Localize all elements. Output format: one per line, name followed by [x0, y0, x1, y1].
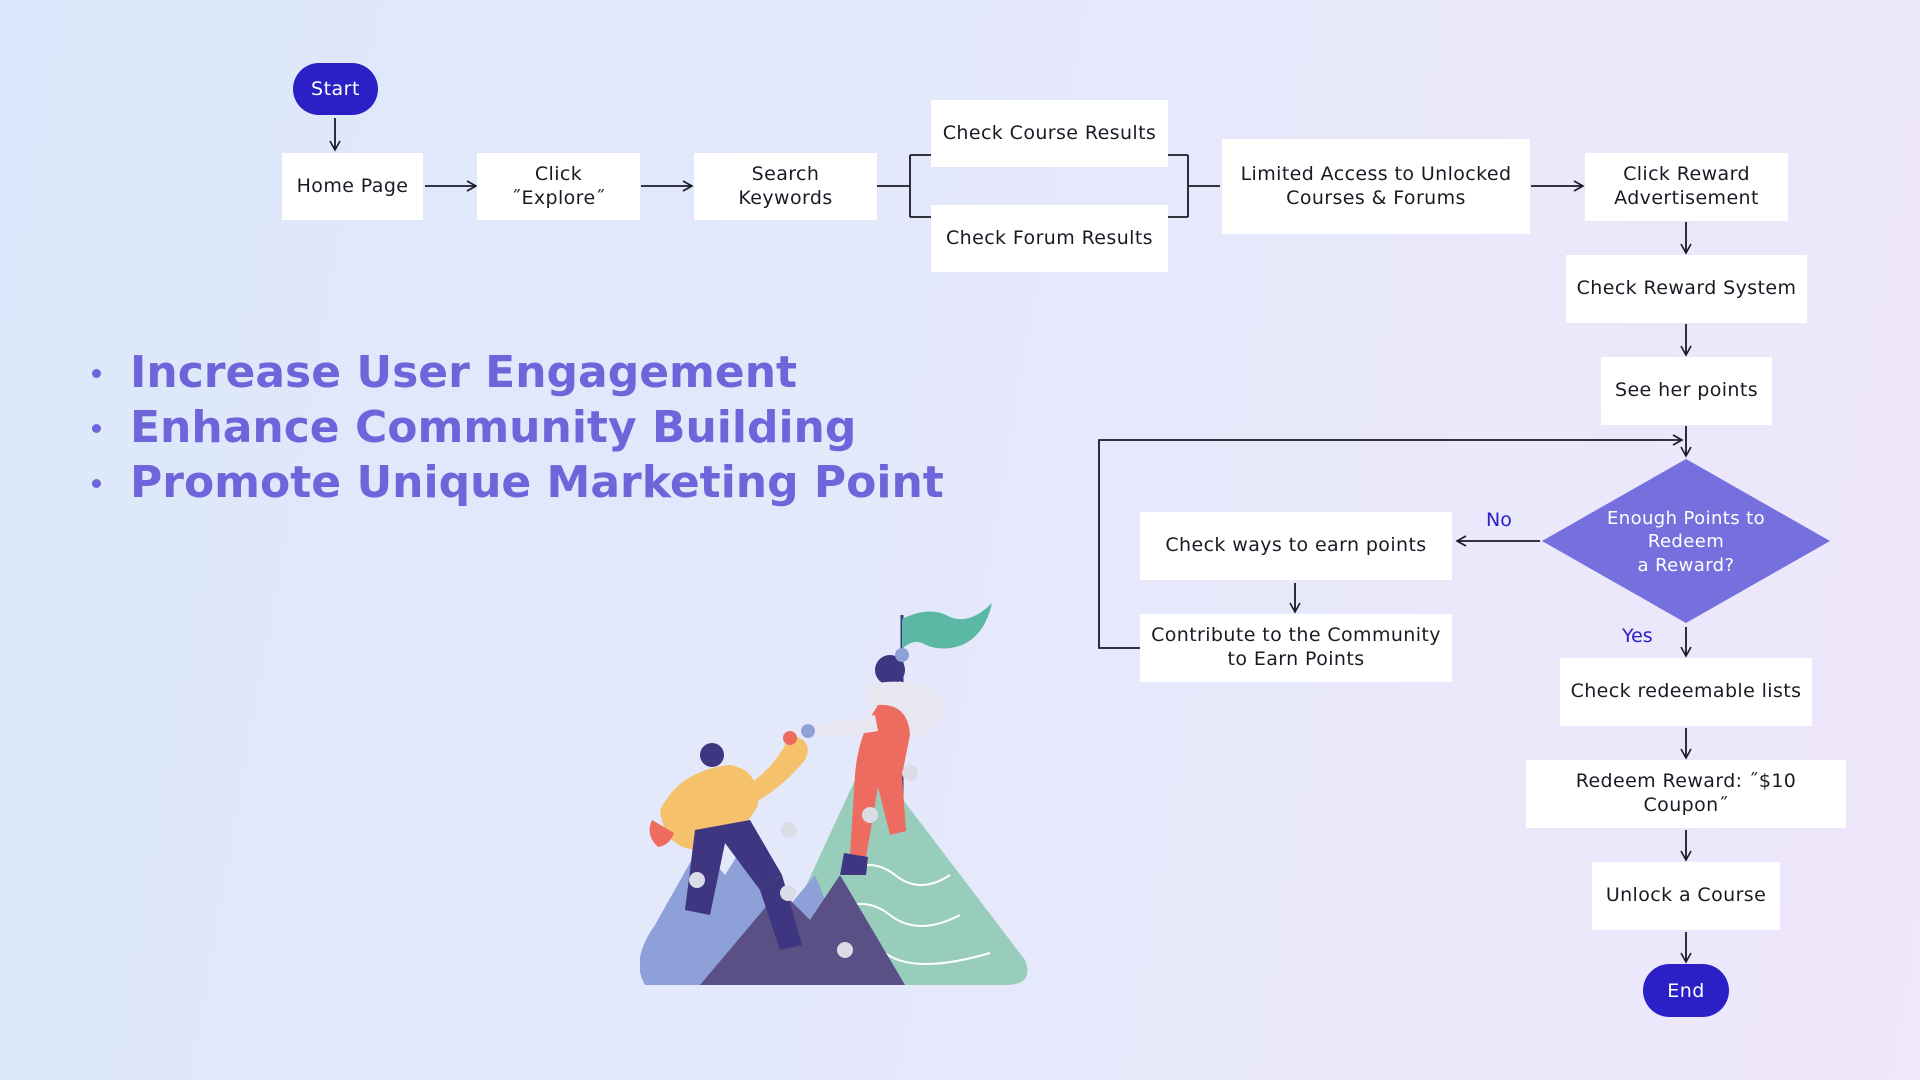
start-label: Start — [311, 78, 360, 100]
decision-line1: Enough Points to — [1606, 507, 1766, 529]
goal-item: Increase User Engagement — [92, 345, 944, 400]
climber-top-hand-flag — [895, 648, 909, 662]
limited-access-line1: Limited Access to Unlocked — [1240, 162, 1512, 185]
end-label: End — [1667, 979, 1705, 1002]
home-page-label: Home Page — [296, 174, 409, 197]
rock-dot — [862, 807, 878, 823]
dark-mountain-shape — [700, 875, 905, 985]
climber-bottom-hand — [783, 731, 797, 745]
rock-dot — [689, 872, 705, 888]
decision-label: Enough Points to Redeem a Reward? — [1580, 500, 1792, 584]
unlock-course-label: Unlock a Course — [1605, 884, 1767, 907]
no-branch-label: No — [1486, 509, 1512, 531]
goal-item: Promote Unique Marketing Point — [92, 455, 944, 510]
check-forum-results-label: Check Forum Results — [946, 226, 1153, 249]
click-reward-line2: Advertisement — [1614, 187, 1759, 209]
bullet-icon — [92, 369, 101, 378]
rock-dot — [780, 885, 796, 901]
loop-back-connector — [1098, 434, 1684, 649]
rock-dot — [902, 765, 918, 781]
contribute-line1: Contribute to the Community — [1151, 624, 1441, 647]
home-page-node: Home Page — [282, 153, 423, 220]
redeem-reward-node: Redeem Reward: ˝$10 Coupon˝ — [1526, 760, 1846, 828]
end-terminal: End — [1643, 964, 1729, 1017]
bullet-icon — [92, 479, 101, 488]
check-reward-system-node: Check Reward System — [1566, 255, 1807, 323]
climber-top-boots — [840, 853, 868, 875]
climber-bottom-scarf — [649, 820, 674, 847]
climber-head — [875, 655, 905, 685]
decision-line2: Redeem — [1647, 531, 1725, 553]
check-forum-results-node: Check Forum Results — [931, 205, 1168, 272]
climber-top-arm — [808, 715, 878, 736]
contribute-node: Contribute to the Community to Earn Poin… — [1140, 614, 1452, 682]
click-reward-node: Click Reward Advertisement — [1585, 153, 1788, 221]
redeem-reward-label: Redeem Reward: ˝$10 Coupon˝ — [1575, 770, 1797, 816]
flag-icon — [902, 603, 992, 649]
search-keywords-label: Search Keywords — [738, 162, 833, 209]
goal-text: Increase User Engagement — [130, 347, 798, 398]
merge-bracket — [1168, 154, 1220, 218]
see-her-points-label: See her points — [1614, 379, 1759, 402]
decision-line3: a Reward? — [1637, 554, 1735, 576]
yes-branch-label: Yes — [1622, 625, 1653, 647]
rock-dot — [837, 942, 853, 958]
contribute-line2: to Earn Points — [1227, 648, 1365, 670]
check-course-results-node: Check Course Results — [931, 100, 1168, 167]
check-redeemable-label: Check redeemable lists — [1570, 680, 1802, 703]
climber-top-hand — [801, 724, 815, 738]
climber-bottom-legs — [685, 820, 782, 915]
climber-top-legs — [850, 775, 906, 857]
climber-bottom-legs-lower — [760, 875, 802, 950]
goals-list: Increase User Engagement Enhance Communi… — [92, 345, 944, 510]
click-reward-line1: Click Reward — [1623, 163, 1750, 186]
mountain-climbers-illustration-icon — [640, 603, 1028, 985]
check-reward-system-label: Check Reward System — [1576, 277, 1797, 300]
goal-text: Promote Unique Marketing Point — [130, 457, 944, 508]
goal-text: Enhance Community Building — [130, 402, 857, 453]
decision-diamond — [1542, 459, 1830, 623]
check-course-results-label: Check Course Results — [942, 121, 1157, 144]
bullet-icon — [92, 424, 101, 433]
climber-top-torso — [855, 704, 910, 775]
split-bracket — [877, 154, 931, 218]
start-terminal: Start — [293, 63, 378, 115]
goal-item: Enhance Community Building — [92, 400, 944, 455]
check-ways-label: Check ways to earn points — [1165, 534, 1427, 557]
limited-access-node: Limited Access to Unlocked Courses & For… — [1222, 139, 1530, 234]
climber-bottom-arm — [740, 735, 808, 805]
check-ways-node: Check ways to earn points — [1140, 512, 1452, 580]
limited-access-line2: Courses & Forums — [1286, 186, 1466, 209]
see-her-points-node: See her points — [1601, 357, 1772, 425]
unlock-course-node: Unlock a Course — [1592, 862, 1780, 930]
search-keywords-node: Search Keywords — [694, 153, 877, 220]
click-explore-node: Click ˝Explore˝ — [477, 153, 640, 220]
check-redeemable-node: Check redeemable lists — [1560, 658, 1812, 726]
climber-bottom-head — [700, 743, 724, 767]
click-explore-label: Click ˝Explore˝ — [511, 162, 606, 209]
rock-dot — [781, 822, 797, 838]
